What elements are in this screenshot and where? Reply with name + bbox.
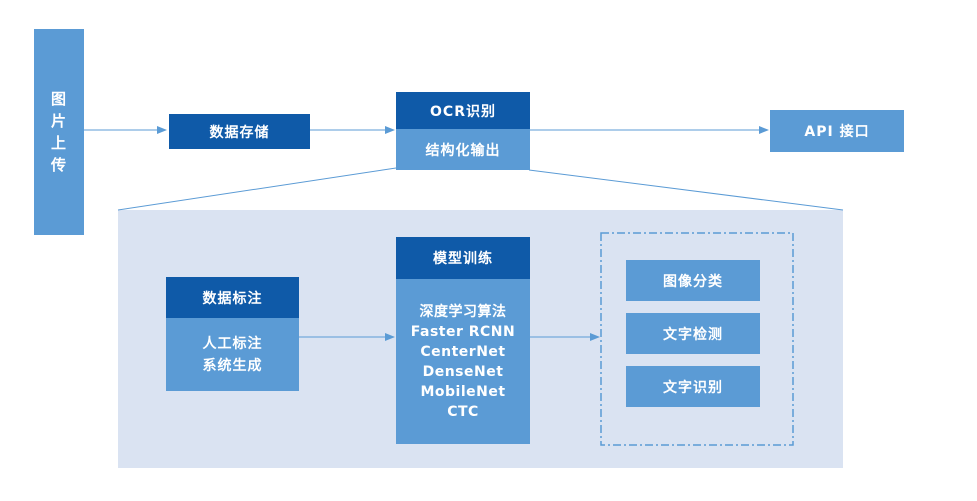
training-header-label: 模型训练 (433, 251, 493, 267)
training-line: CenterNet (420, 343, 506, 360)
storage-label: 数据存储 (209, 124, 270, 141)
task-label: 图像分类 (663, 273, 723, 290)
annotation-line: 人工标注 (202, 335, 263, 352)
task-group-border (600, 232, 794, 446)
annotation-line: 系统生成 (202, 357, 263, 374)
zoom-line-right (528, 169, 844, 211)
task-image-classification: 图像分类 (626, 260, 760, 301)
task-text-recognition: 文字识别 (626, 366, 760, 407)
training-line: DenseNet (422, 363, 504, 380)
upload-char: 传 (50, 156, 67, 174)
ocr-body-box: 结构化输出 (396, 129, 530, 170)
storage-box: 数据存储 (169, 114, 310, 149)
ocr-header-label: OCR识别 (430, 103, 496, 120)
task-label: 文字识别 (663, 379, 723, 396)
annotation-body-box: 人工标注 系统生成 (166, 318, 299, 391)
training-line: Faster RCNN (410, 323, 516, 340)
training-line: CTC (447, 403, 479, 420)
task-label: 文字检测 (663, 326, 723, 343)
upload-box: 图 片 上 传 (34, 29, 84, 235)
ocr-body-label: 结构化输出 (425, 142, 501, 159)
ocr-header-box: OCR识别 (396, 92, 530, 129)
api-box: API 接口 (770, 110, 904, 152)
upload-char: 片 (50, 112, 67, 130)
training-line: 深度学习算法 (419, 303, 507, 320)
training-body-box: 深度学习算法 Faster RCNN CenterNet DenseNet Mo… (396, 279, 530, 444)
annotation-header-box: 数据标注 (166, 277, 299, 318)
training-line: MobileNet (420, 383, 506, 400)
task-text-detection: 文字检测 (626, 313, 760, 354)
annotation-header-label: 数据标注 (202, 290, 263, 307)
zoom-line-left (117, 167, 397, 211)
upload-char: 上 (50, 134, 67, 152)
training-header-box: 模型训练 (396, 237, 530, 279)
api-label: API 接口 (804, 124, 870, 140)
upload-char: 图 (50, 90, 67, 108)
